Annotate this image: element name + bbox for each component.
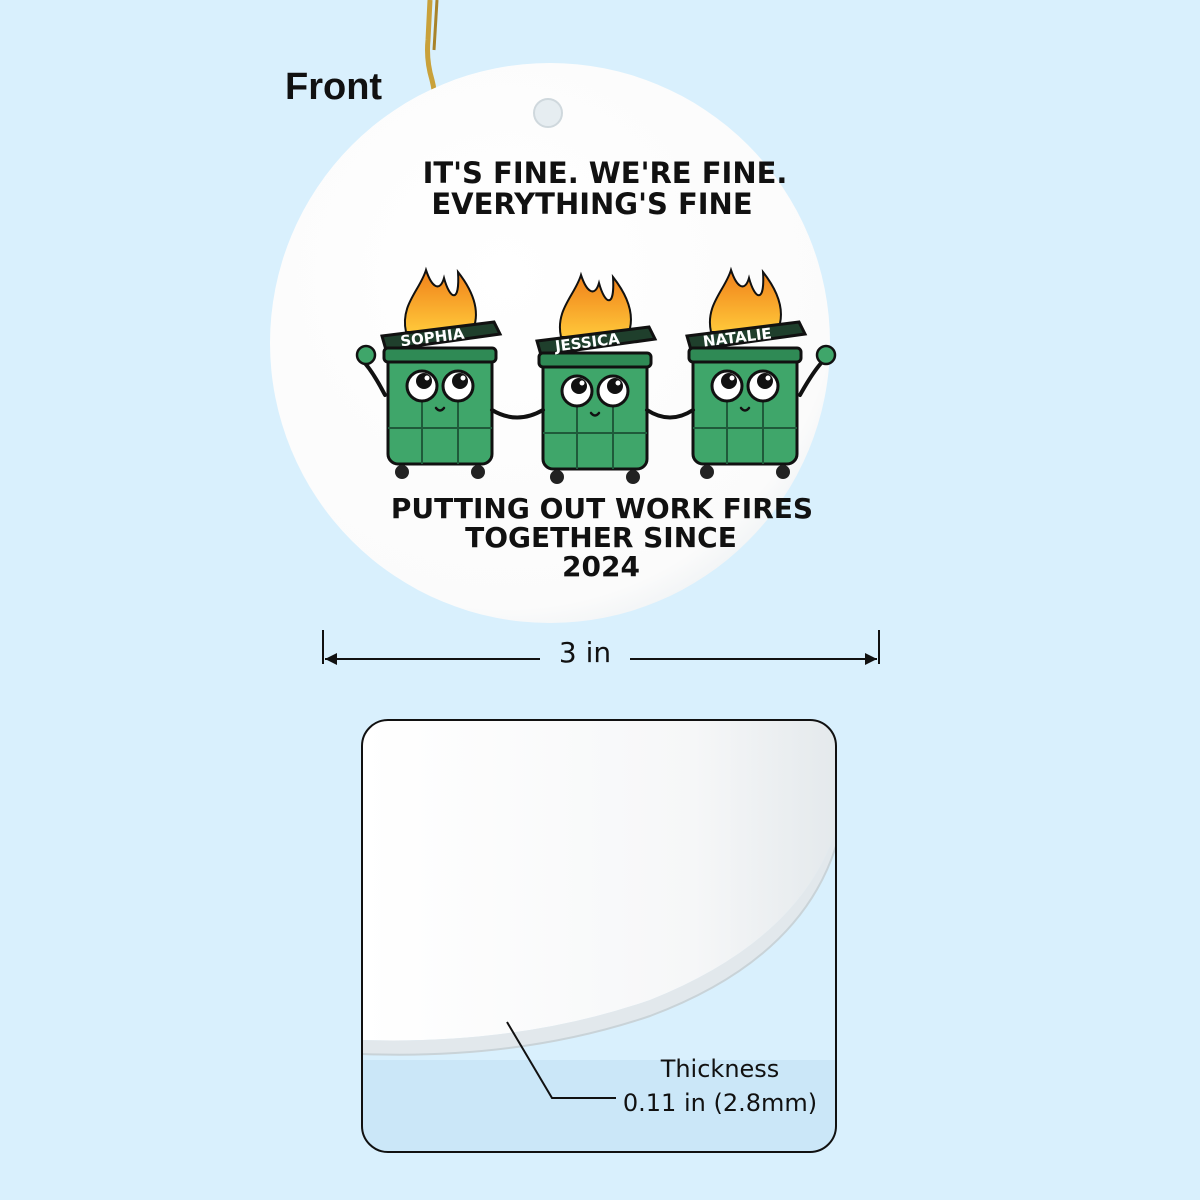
ornament-footer-year: 2024 [562,550,640,583]
thickness-value: 0.11 in (2.8mm) [622,1089,818,1117]
front-label: Front [285,66,383,108]
ornament-headline-line2: EVERYTHING'S FINE [431,187,752,221]
thickness-callout-line [506,1021,616,1099]
held-hands [490,408,695,420]
thickness-callout: Thickness 0.11 in (2.8mm) [600,1052,840,1120]
ornament-footer-line2: TOGETHER SINCE [465,521,737,554]
detail-card-border [361,719,837,1153]
hanging-hole [533,98,563,128]
ornament-footer-line1: PUTTING OUT WORK FIRES [391,492,813,525]
thickness-detail-card [362,720,836,1152]
width-dimension-label: 3 in [540,636,630,669]
thickness-title: Thickness [660,1055,780,1083]
ornament-headline-line1: IT'S FINE. WE'RE FINE. [423,156,788,190]
